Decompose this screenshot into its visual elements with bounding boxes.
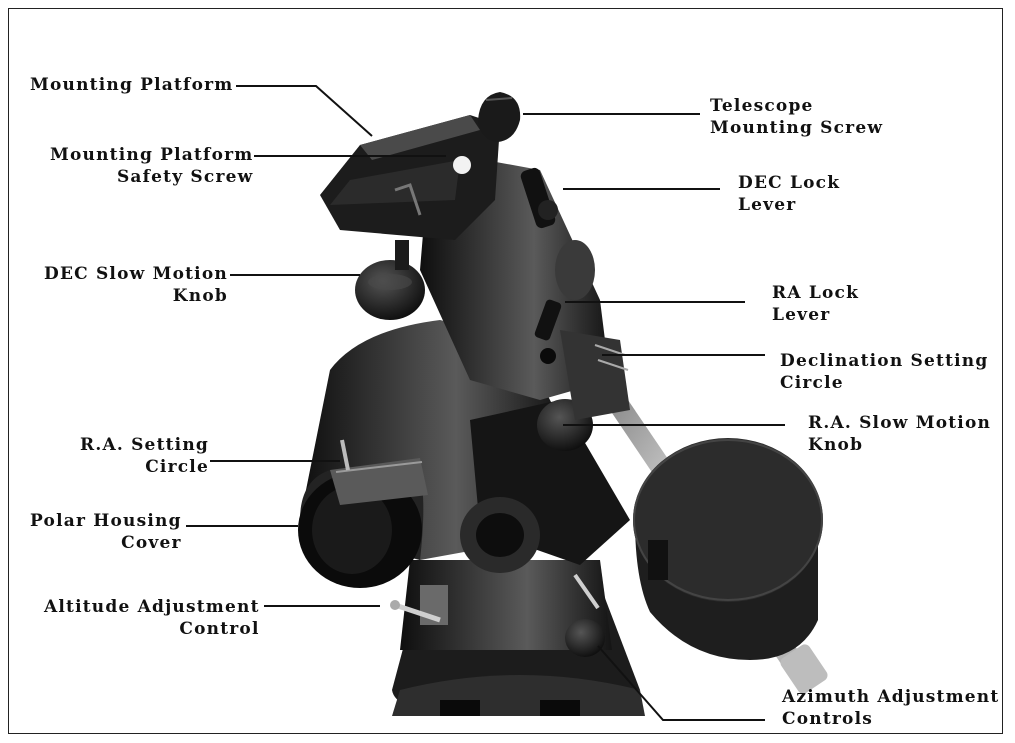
label-dec-slow-motion-knob: DEC Slow Motion Knob [44, 263, 228, 307]
label-declination-setting-circle: Declination Setting Circle [780, 350, 988, 394]
dec-slow-motion [355, 240, 425, 320]
label-telescope-mounting-screw: Telescope Mounting Screw [710, 95, 883, 139]
counterweight [633, 438, 823, 660]
label-azimuth-adjustment-controls: Azimuth Adjustment Controls [782, 686, 999, 730]
telescope-screw [478, 92, 520, 142]
label-ra-slow-motion-knob: R.A. Slow Motion Knob [808, 412, 991, 456]
mounting-platform [320, 115, 500, 240]
label-mounting-platform: Mounting Platform [30, 74, 233, 96]
label-ra-lock-lever: RA Lock Lever [772, 282, 859, 326]
label-platform-safety-screw: Mounting Platform Safety Screw [50, 144, 253, 188]
label-polar-housing-cover: Polar Housing Cover [30, 510, 182, 554]
azimuth-knob [565, 619, 605, 657]
label-ra-setting-circle: R.A. Setting Circle [80, 434, 209, 478]
label-altitude-adjustment-control: Altitude Adjustment Control [44, 596, 260, 640]
label-dec-lock-lever: DEC Lock Lever [738, 172, 840, 216]
